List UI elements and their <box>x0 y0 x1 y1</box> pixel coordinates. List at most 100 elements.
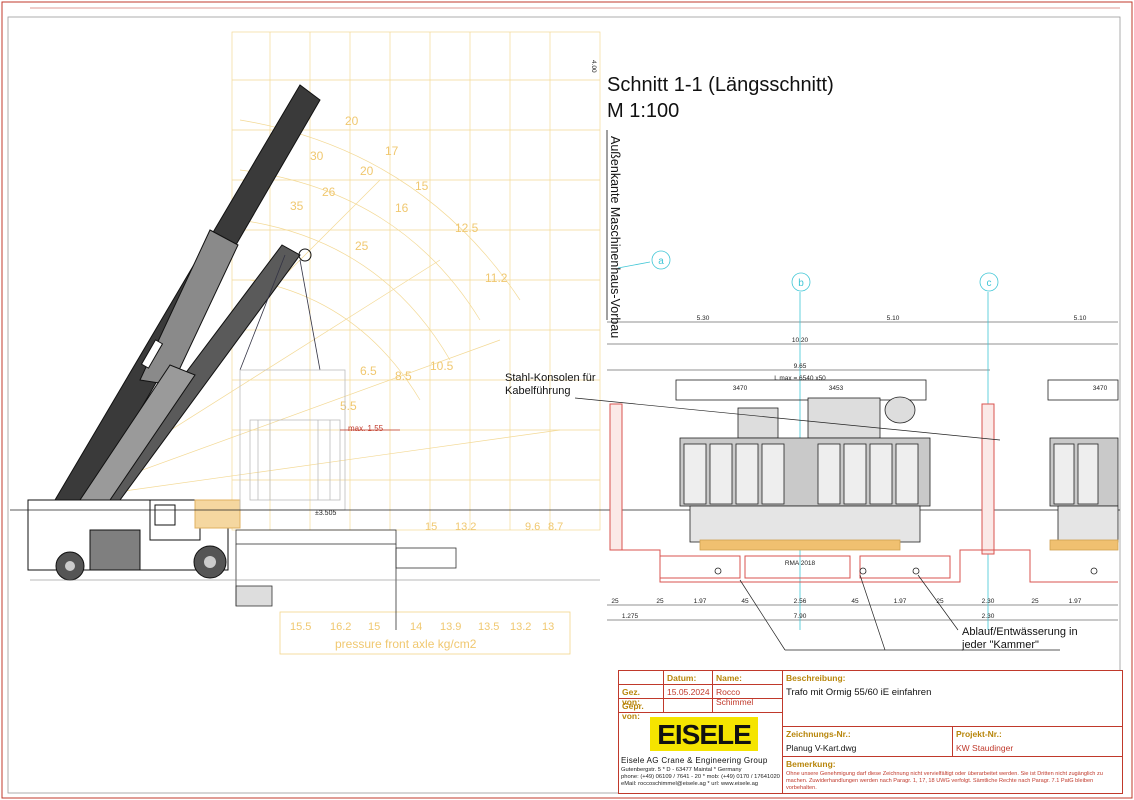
section-scale: M 1:100 <box>607 100 680 122</box>
section-title: Schnitt 1-1 (Längsschnitt) M 1:100 <box>607 72 834 124</box>
svg-text:1.275: 1.275 <box>622 613 639 620</box>
tb-gez-name: Rocco Schimmel <box>713 685 783 707</box>
section-title-line1: Schnitt 1-1 (Längsschnitt) <box>607 74 834 96</box>
tb-company: Eisele AG Crane & Engineering Group Gute… <box>619 713 783 793</box>
svg-text:1.97: 1.97 <box>894 598 907 605</box>
tb-datum-label: Datum: <box>664 671 713 685</box>
chart-number: 16 <box>395 201 409 215</box>
svg-text:10.20: 10.20 <box>792 337 809 344</box>
chart-number: 26 <box>322 185 336 199</box>
chart-number: 20 <box>345 114 359 128</box>
svg-text:15: 15 <box>425 521 437 533</box>
svg-text:L max = 6540 x50: L max = 6540 x50 <box>774 375 826 382</box>
svg-text:8.7: 8.7 <box>548 521 563 533</box>
company-email: eMail: roccoschimmel@eisele.ag * url: ww… <box>621 781 759 787</box>
svg-text:3453: 3453 <box>829 385 844 392</box>
drain-note: Ablauf/Entwässerung in jeder "Kammer" <box>962 626 1078 652</box>
tb-gepr-label: Gepr. von: <box>619 699 664 721</box>
outrigger <box>194 499 241 529</box>
crane <box>27 84 321 581</box>
svg-text:14: 14 <box>410 621 422 633</box>
transformer-second <box>1047 379 1119 551</box>
note-line: jeder "Kammer" <box>962 639 1039 651</box>
svg-text:2.30: 2.30 <box>982 598 995 605</box>
company-name: Eisele AG Crane & Engineering Group <box>621 756 768 765</box>
remarks-label: Bemerkung: <box>786 759 836 769</box>
remarks-line2: machen. Zuwiderhandlungen werden nach Pa… <box>786 778 1094 791</box>
svg-text:3470: 3470 <box>733 385 748 392</box>
transformer-main <box>675 379 931 551</box>
svg-text:4.00: 4.00 <box>590 60 597 73</box>
load-chart-numbers: 20 30 26 17 15 12.5 11.2 35 16 25 20 10.… <box>290 114 508 413</box>
chart-number: 5.5 <box>340 399 357 413</box>
project-no-value: KW Staudinger <box>956 743 1014 753</box>
svg-text:EISELE: EISELE <box>657 719 751 750</box>
drawing-no-value: Planug V-Kart.dwg <box>786 743 857 753</box>
inner-frame <box>7 16 1121 794</box>
svg-text:9.65: 9.65 <box>794 363 807 370</box>
company-address: Gutenbergstr. 5 * D - 63477 Maintal * Ge… <box>621 767 742 773</box>
steel-console-note: Stahl-Konsolen für Kabelführung <box>505 372 596 398</box>
chart-number: 6.5 <box>360 364 377 378</box>
chart-number: 12.5 <box>455 221 479 235</box>
svg-text:7.90: 7.90 <box>794 613 807 620</box>
chart-number: 20 <box>360 164 374 178</box>
svg-text:25: 25 <box>611 598 619 605</box>
pressure-values: 15.5 16.2 15 14 13.9 13.5 13.2 13 pressu… <box>290 621 554 651</box>
chart-number: 17 <box>385 144 399 158</box>
svg-text:9.6: 9.6 <box>525 521 540 533</box>
svg-text:13.2: 13.2 <box>455 521 476 533</box>
svg-text:5.10: 5.10 <box>887 315 900 322</box>
title-block: Datum: Name: Gez. von: 15.05.2024 Rocco … <box>618 670 1123 794</box>
svg-text:5.30: 5.30 <box>697 315 710 322</box>
svg-text:45: 45 <box>851 598 859 605</box>
load-chart <box>59 31 601 531</box>
note-line: Ablauf/Entwässerung in <box>962 626 1078 638</box>
note-line: Kabelführung <box>505 385 571 397</box>
chart-number: 35 <box>290 199 304 213</box>
svg-text:3470: 3470 <box>1093 385 1108 392</box>
axis-c-marker <box>979 272 999 292</box>
svg-text:1.97: 1.97 <box>1069 598 1082 605</box>
vertical-label: Außenkante Maschinenhaus-Vorbau <box>608 136 622 339</box>
company-phone: phone: (+49) 06109 / 7641 - 20 * mob: (+… <box>621 774 780 780</box>
axis-c-label: c <box>987 278 992 289</box>
description-value: Trafo mit Ormig 55/60 iE einfahren <box>786 687 932 698</box>
svg-text:25: 25 <box>1031 598 1039 605</box>
svg-text:15: 15 <box>368 621 380 633</box>
tb-drawing-no: Zeichnungs-Nr.: Planug V-Kart.dwg <box>783 727 953 757</box>
tb-gepr-date <box>664 699 713 713</box>
gez-name: Rocco Schimmel <box>716 687 754 707</box>
remarks-line1: Ohne unsere Genehmigung darf diese Zeich… <box>786 771 1103 777</box>
svg-text:13: 13 <box>542 621 554 633</box>
tb-gepr-name <box>713 699 783 713</box>
level-label: ±3.505 <box>315 510 336 517</box>
gez-date: 15.05.2024 <box>667 687 710 697</box>
chart-number: 8.5 <box>395 369 412 383</box>
chart-number: 10.5 <box>430 359 454 373</box>
note-line: Stahl-Konsolen für <box>505 372 596 384</box>
tb-name-label: Name: <box>713 671 783 685</box>
pit-structure <box>609 403 1118 583</box>
chart-number: 25 <box>355 239 369 253</box>
svg-text:15.5: 15.5 <box>290 621 311 633</box>
svg-text:RMA 2018: RMA 2018 <box>785 560 816 567</box>
description-label: Beschreibung: <box>786 673 846 683</box>
svg-text:2.56: 2.56 <box>794 598 807 605</box>
datum-label: Datum: <box>667 673 697 683</box>
svg-text:25: 25 <box>936 598 944 605</box>
drawing-no-label: Zeichnungs-Nr.: <box>786 729 851 739</box>
svg-text:45: 45 <box>741 598 749 605</box>
name-label: Name: <box>716 673 742 683</box>
tb-gez-label: Gez. von: <box>619 685 664 707</box>
tb-blank <box>619 671 664 685</box>
eisele-logo: EISELE <box>650 717 758 751</box>
gez-label: Gez. von: <box>622 687 640 707</box>
svg-text:16.2: 16.2 <box>330 621 351 633</box>
tb-description: Beschreibung: Trafo mit Ormig 55/60 iE e… <box>783 671 1122 727</box>
project-no-label: Projekt-Nr.: <box>956 729 1002 739</box>
axis-a-label: a <box>658 256 664 267</box>
gepr-label: Gepr. von: <box>622 701 644 721</box>
svg-text:1.97: 1.97 <box>694 598 707 605</box>
